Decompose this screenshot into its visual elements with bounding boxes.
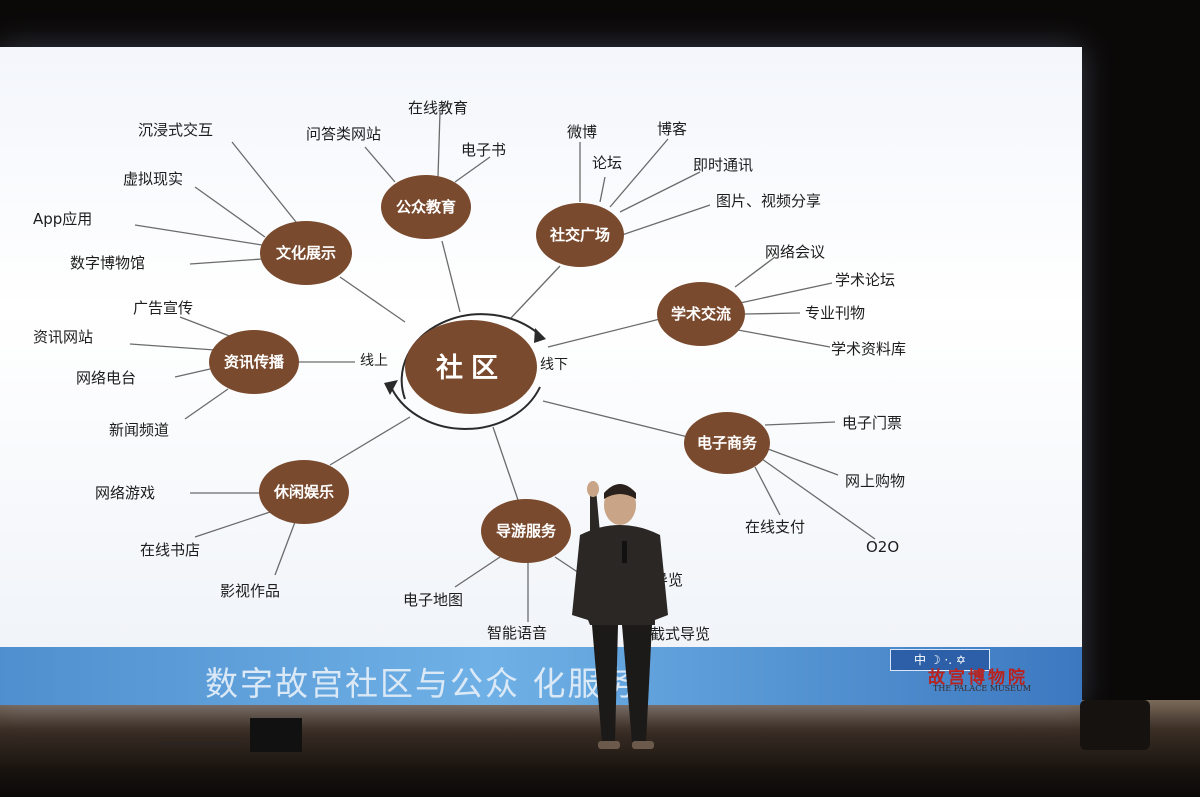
leaf-label: 在线支付 xyxy=(745,518,805,536)
leaf-label: 资讯网站 xyxy=(33,328,93,346)
node-commerce-label: 电子商务 xyxy=(697,434,758,452)
leaf-label: 微博 xyxy=(567,123,597,141)
arc-arrowhead-top xyxy=(534,328,546,343)
leaf-label: 新闻频道 xyxy=(109,421,169,439)
node-leisure xyxy=(259,460,349,524)
node-culture xyxy=(260,221,352,285)
leaf-label: 电子地图 xyxy=(403,591,463,609)
slide-banner-title: 数字故宫社区与公众 化服务 xyxy=(205,664,638,703)
speaker-right-shoe xyxy=(632,741,654,749)
center-label: 社区 xyxy=(436,352,506,384)
leaf-label: 网络电台 xyxy=(76,369,136,387)
category-nodes: 文化展示 公众教育 社交广场 学术交流 资讯传播 电子商务 休闲娱乐 导游服务 xyxy=(209,175,770,563)
speaker-left-shoe xyxy=(598,741,620,749)
leaf-label: 论坛 xyxy=(592,154,622,172)
leaf-labels: 沉浸式交互 虚拟现实 App应用 数字博物馆 在线教育 问答类网站 电子书 微博… xyxy=(33,99,906,643)
speaker-raised-arm xyxy=(590,489,600,537)
leaf-label: 电子书 xyxy=(461,141,506,159)
node-social xyxy=(536,203,624,267)
node-education-label: 公众教育 xyxy=(396,198,456,216)
arc-label-online: 线上 xyxy=(360,353,388,369)
node-guide-label: 导游服务 xyxy=(496,522,557,540)
arc-arrowhead-bottom xyxy=(384,380,398,395)
leaf-label: 学术资料库 xyxy=(831,340,906,358)
leaf-label: 虚拟现实 xyxy=(123,170,183,188)
node-guide xyxy=(481,499,571,563)
node-social-label: 社交广场 xyxy=(549,226,610,244)
leaf-label: 在线书店 xyxy=(140,541,200,559)
leaf-label: 专业刊物 xyxy=(805,304,865,322)
palace-museum-logo-title: 故宫博物院 xyxy=(928,668,1028,688)
leaf-label: 网络游戏 xyxy=(95,484,155,502)
node-academic xyxy=(657,282,745,346)
leaf-label: 数字博物馆 xyxy=(70,254,145,272)
leaf-label: 网络会议 xyxy=(765,243,825,261)
camera-equipment xyxy=(1080,700,1150,750)
leaf-label: 博客 xyxy=(657,120,687,138)
speaker-hair xyxy=(604,484,636,499)
leaf-label: O2O xyxy=(866,538,899,556)
palace-museum-logo-subtitle: THE PALACE MUSEUM xyxy=(933,684,1031,693)
node-commerce xyxy=(684,412,770,474)
leaf-label: 在线教育 xyxy=(408,99,468,117)
leaf-label: App应用 xyxy=(33,210,92,228)
mind-map: 社区 线上 线下 文化展示 公众教育 社交广场 学术交流 资讯传播 电子商务 休… xyxy=(33,99,906,643)
leaf-label: 沉浸式交互 xyxy=(138,121,213,139)
node-academic-label: 学术交流 xyxy=(671,305,731,323)
leaf-label: 问答类网站 xyxy=(306,125,381,143)
logo-strip: 中 ☽ ·. ✡ xyxy=(890,649,990,671)
speaker-figure xyxy=(572,481,668,749)
node-culture-label: 文化展示 xyxy=(276,244,336,262)
speaker-hand xyxy=(587,481,599,497)
node-education xyxy=(381,175,471,239)
node-news xyxy=(209,330,299,394)
center-node xyxy=(405,320,537,414)
node-leisure-label: 休闲娱乐 xyxy=(273,483,334,501)
leaf-label: 学术论坛 xyxy=(835,271,895,289)
connector-lines xyxy=(129,111,876,622)
arc-label-offline: 线下 xyxy=(540,357,568,373)
speaker-right-leg xyxy=(622,625,652,743)
leaf-label: 广告宣传 xyxy=(133,299,193,317)
leaf-label: 即时通讯 xyxy=(693,156,753,174)
leaf-label: 智能语音 xyxy=(487,624,547,642)
leaf-label: 电子门票 xyxy=(842,414,902,432)
leaf-label: 影视作品 xyxy=(220,582,280,600)
leaf-label: 网上购物 xyxy=(845,472,905,490)
speaker-jacket xyxy=(572,525,668,625)
leaf-label: 截式导览 xyxy=(650,625,710,643)
online-offline-arcs xyxy=(391,313,541,430)
projection-screen: 社区 线上 线下 文化展示 公众教育 社交广场 学术交流 资讯传播 电子商务 休… xyxy=(0,47,1082,705)
stage-monitor-speaker xyxy=(250,718,302,752)
node-news-label: 资讯传播 xyxy=(224,353,285,371)
leaf-label: 图片、视频分享 xyxy=(716,192,821,210)
stage-cable xyxy=(160,742,240,745)
microphone xyxy=(622,541,627,563)
speaker-left-leg xyxy=(592,625,618,743)
